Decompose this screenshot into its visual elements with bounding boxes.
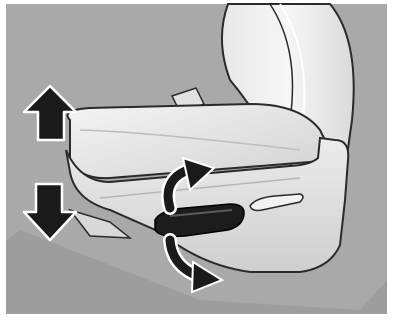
seat-height-adjustment-illustration <box>0 0 393 320</box>
illustration-canvas <box>0 0 393 320</box>
